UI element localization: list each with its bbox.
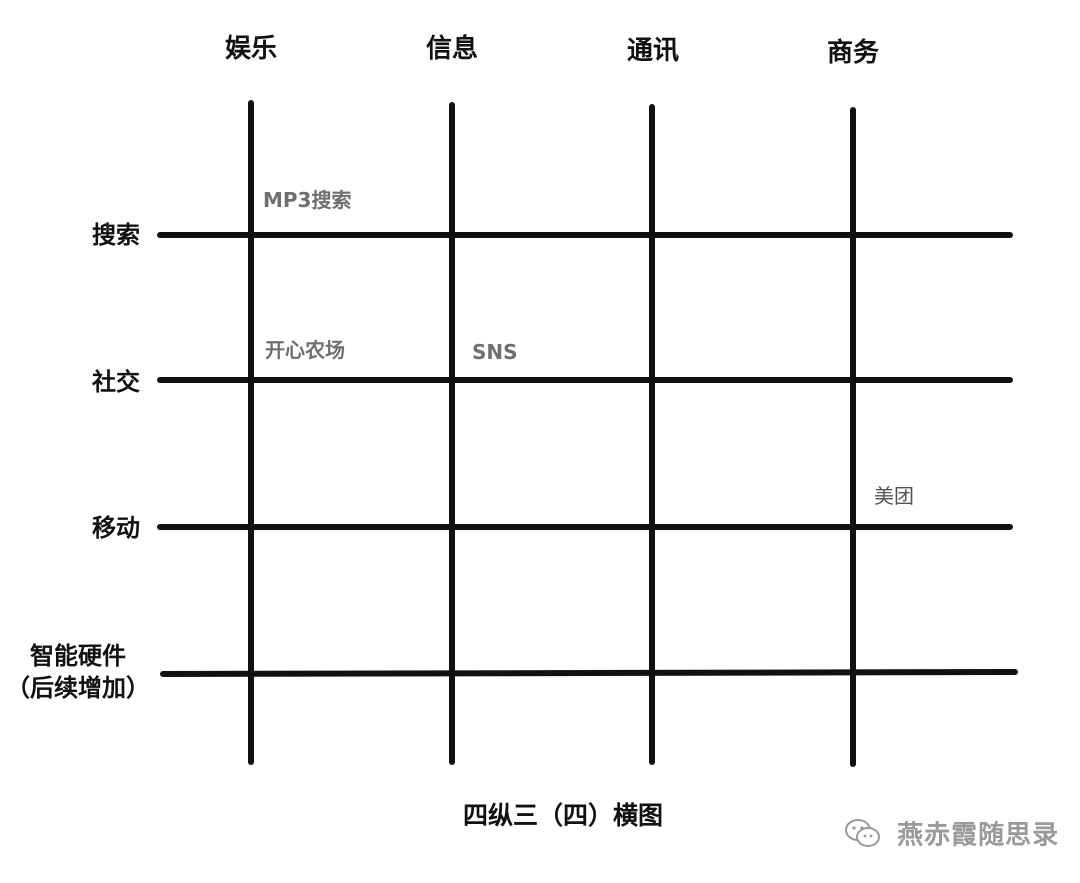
- row-header-smart-hardware-line2: （后续增加）: [6, 674, 150, 703]
- watermark: 燕赤霞随思录: [845, 818, 1059, 853]
- wechat-icon: [845, 818, 881, 853]
- column-header-entertainment: 娱乐: [224, 34, 278, 64]
- column-header-communication: 通讯: [626, 36, 680, 66]
- row-header-social: 社交: [92, 368, 140, 396]
- horizontal-line-4: [160, 669, 1018, 677]
- cell-note-sns: SNS: [472, 340, 518, 364]
- column-header-business: 商务: [826, 38, 880, 68]
- watermark-text: 燕赤霞随思录: [897, 820, 1060, 851]
- row-header-search: 搜索: [92, 221, 140, 249]
- vertical-lines: [248, 100, 856, 767]
- column-header-information: 信息: [425, 34, 479, 64]
- cell-note-mp3-search: MP3搜索: [263, 188, 352, 212]
- cell-note-happy-farm: 开心农场: [265, 338, 345, 362]
- cell-note-meituan: 美团: [874, 484, 914, 508]
- row-header-smart-hardware: 智能硬件 （后续增加）: [6, 640, 150, 705]
- row-header-smart-hardware-line1: 智能硬件: [30, 642, 126, 670]
- diagram-caption: 四纵三（四）横图: [462, 801, 664, 830]
- horizontal-lines: [157, 232, 1018, 677]
- row-header-mobile: 移动: [92, 514, 140, 542]
